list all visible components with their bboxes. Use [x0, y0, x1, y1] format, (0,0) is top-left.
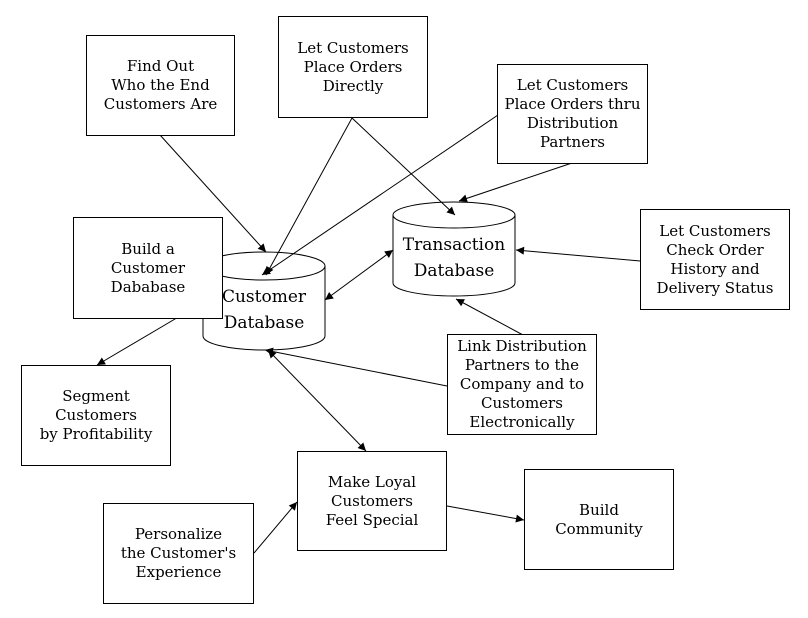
segment-customers-label: Segment Customers by Profitability [39, 387, 153, 443]
place-orders-directly-box: Let Customers Place Orders Directly [278, 16, 428, 118]
arrow-customer-transaction-bidirectional [324, 249, 394, 301]
find-end-customers-label: Find Out Who the End Customers Are [103, 57, 218, 113]
transaction-database-label: Transaction Database [402, 235, 506, 281]
link-distribution-partners-label: Link Distribution Partners to the Compan… [457, 337, 587, 431]
build-customer-database-label: Build a Customer Dababase [110, 239, 186, 296]
place-orders-partners-box: Let Customers Place Orders thru Distribu… [497, 64, 648, 164]
customer-database-label: Customer Database [221, 287, 307, 333]
arrow-partners-to-customer-db [261, 114, 499, 276]
arrow-link-partners-to-transaction-db [455, 298, 524, 336]
customer-database-cylinder [202, 251, 326, 351]
arrow-place-direct-to-customer-db [265, 117, 353, 276]
build-community-label: Build Community [555, 500, 643, 538]
arrow-partners-to-transaction-db [458, 162, 573, 203]
link-distribution-partners-box: Link Distribution Partners to the Compan… [447, 334, 597, 435]
arrow-customer-db-loyal-bidirectional [267, 349, 367, 452]
personalize-experience-label: Personalize the Customer's Experience [120, 525, 237, 581]
arrow-loyal-to-community [446, 505, 525, 523]
place-orders-directly-label: Let Customers Place Orders Directly [297, 38, 409, 95]
place-orders-partners-label: Let Customers Place Orders thru Distribu… [504, 76, 641, 151]
arrow-link-partners-to-customer-db [264, 347, 448, 387]
check-order-history-box: Let Customers Check Order History and De… [640, 209, 790, 310]
build-community-box: Build Community [524, 469, 674, 570]
arrow-place-direct-to-transaction-db [351, 117, 456, 216]
personalize-experience-box: Personalize the Customer's Experience [103, 503, 254, 604]
make-loyal-customers-label: Make Loyal Customers Feel Special [325, 472, 419, 529]
make-loyal-customers-box: Make Loyal Customers Feel Special [297, 451, 447, 551]
arrow-check-history-to-transaction-db [515, 246, 641, 262]
check-order-history-label: Let Customers Check Order History and De… [656, 221, 774, 297]
build-customer-database-box: Build a Customer Dababase [73, 217, 223, 319]
arrow-personalize-to-loyal [253, 501, 298, 554]
arrow-find-out-to-customer-db [159, 134, 267, 253]
transaction-database-cylinder [392, 201, 516, 297]
segment-customers-box: Segment Customers by Profitability [21, 365, 171, 466]
find-end-customers-box: Find Out Who the End Customers Are [86, 35, 235, 136]
